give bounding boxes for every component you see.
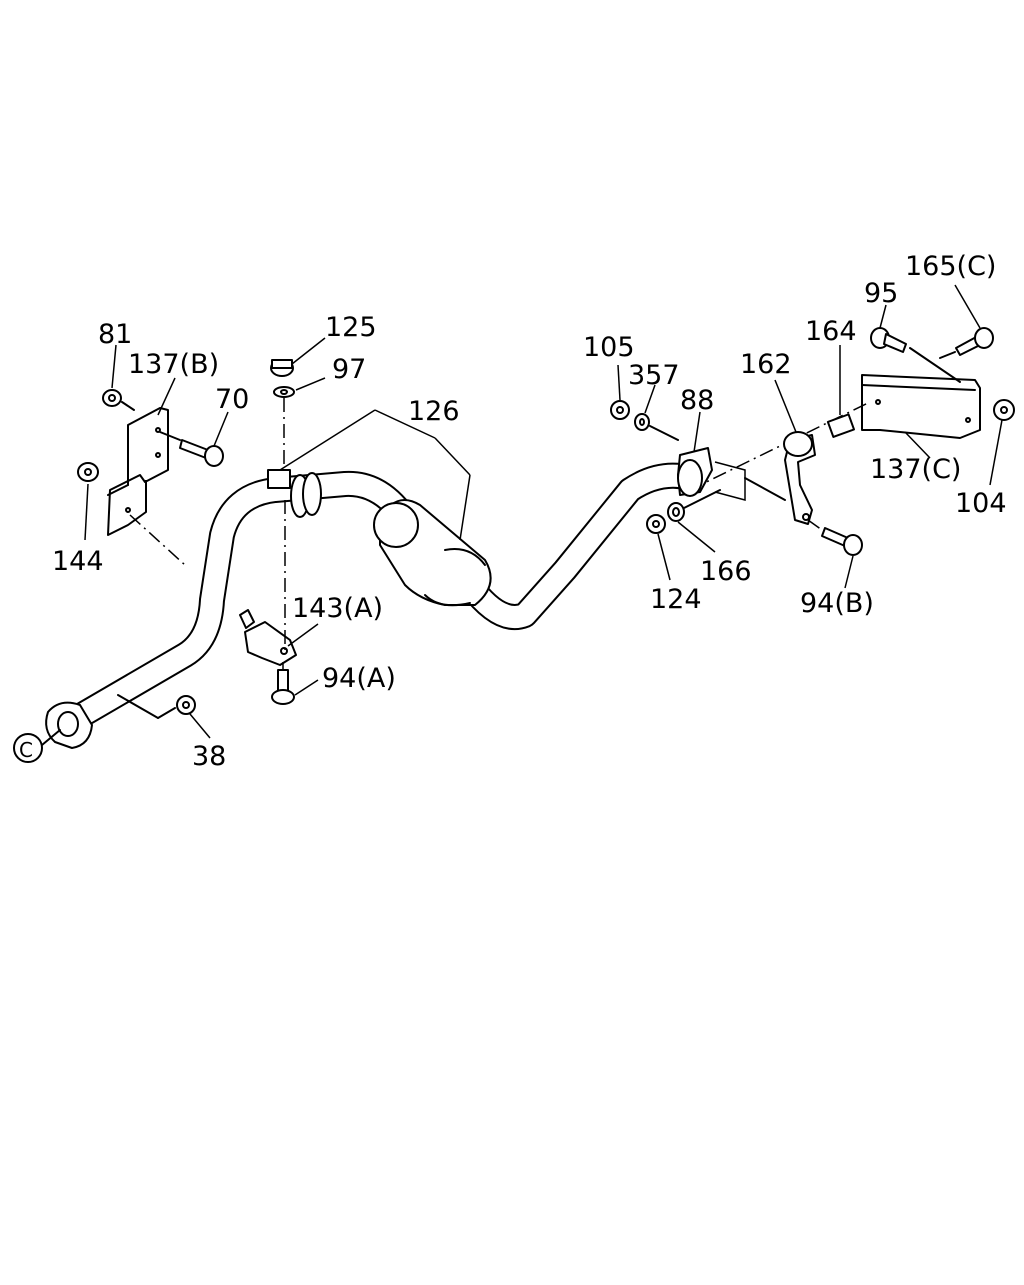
- washer-166: [667, 489, 721, 522]
- nut-38: [117, 694, 196, 719]
- nut-81: [102, 389, 135, 411]
- part-labels: 81 137(B) 70 144 125 97 126 143(A) 94(A)…: [52, 251, 1007, 772]
- nut-105: [610, 400, 630, 420]
- nut-144: [77, 462, 99, 482]
- label-143a: 143(A): [292, 593, 383, 624]
- label-88: 88: [680, 385, 714, 416]
- bolt-70: [159, 431, 224, 467]
- nut-124: [646, 514, 666, 534]
- label-166: 166: [700, 556, 752, 587]
- inlet-flange: C: [13, 701, 93, 763]
- label-81: 81: [98, 319, 132, 350]
- label-165c: 165(C): [905, 251, 996, 282]
- label-164: 164: [805, 316, 857, 347]
- exhaust-pipe: [57, 462, 703, 735]
- bolt-165c: [939, 327, 994, 359]
- label-104: 104: [955, 488, 1007, 519]
- bracket-137b: [107, 407, 186, 566]
- label-144: 144: [52, 546, 104, 577]
- label-137c: 137(C): [870, 454, 961, 485]
- nut-125: [270, 359, 294, 377]
- label-126: 126: [408, 396, 460, 427]
- label-94b: 94(B): [800, 588, 874, 619]
- label-137b: 137(B): [128, 349, 219, 380]
- label-94a: 94(A): [322, 663, 396, 694]
- label-97: 97: [332, 354, 366, 385]
- leader-lines: [84, 284, 1003, 739]
- label-125: 125: [325, 312, 377, 343]
- washer-97: [273, 386, 295, 470]
- hardware: [77, 327, 1015, 719]
- bolt-94b: [807, 519, 863, 556]
- nut-104: [993, 399, 1015, 421]
- clamp-88: [677, 447, 746, 501]
- label-38: 38: [192, 741, 226, 772]
- label-357: 357: [628, 360, 680, 391]
- bracket-143a: [239, 500, 297, 666]
- washer-357: [634, 413, 679, 441]
- pipe-clamp-sleeve: [267, 469, 322, 518]
- label-95: 95: [864, 278, 898, 309]
- label-162: 162: [740, 349, 792, 380]
- label-flange-c: C: [19, 738, 33, 762]
- label-70: 70: [215, 384, 249, 415]
- collar-164: [826, 413, 856, 438]
- muffler-body: [373, 499, 492, 607]
- label-105: 105: [583, 332, 635, 363]
- label-124: 124: [650, 584, 702, 615]
- bolt-94a: [271, 662, 295, 705]
- hanger-162: [783, 431, 816, 525]
- bolt-95: [870, 327, 961, 383]
